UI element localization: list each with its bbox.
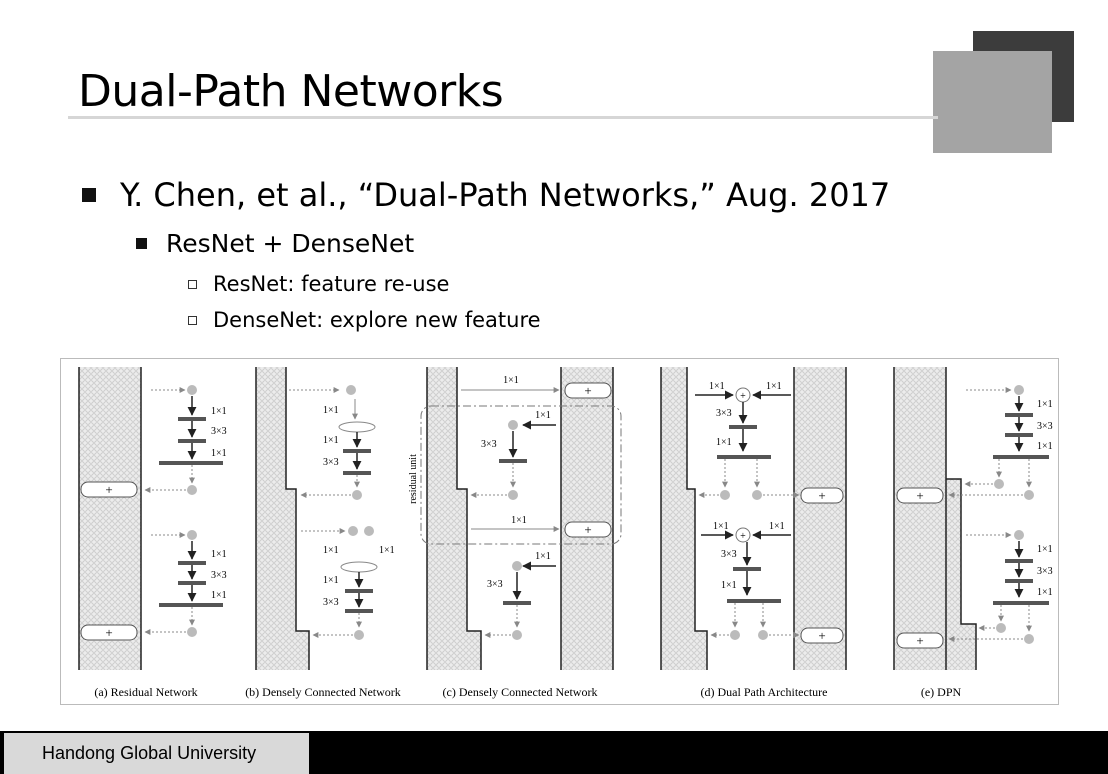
slide-title: Dual-Path Networks: [78, 66, 504, 117]
bullet-level1: Y. Chen, et al., “Dual-Path Networks,” A…: [82, 176, 890, 214]
conv-label: 1×1: [709, 381, 725, 392]
decor-light-square: [933, 51, 1052, 153]
conv-label: 1×1: [713, 521, 729, 532]
bullet-level3: ResNet: feature re-use: [188, 272, 449, 296]
conv-label: 3×3: [211, 426, 227, 437]
bullet-level3: DenseNet: explore new feature: [188, 308, 541, 332]
sum-plus: +: [818, 488, 825, 503]
sum-plus: +: [916, 488, 923, 503]
caption-b: (b) Densely Connected Network: [245, 685, 401, 699]
footer-university: Handong Global University: [42, 743, 257, 763]
conv-label: 1×1: [503, 375, 519, 386]
panel-a-residual: 1×1 3×3 1×1 + 1×1 3×3 1×1 + (a) Residua: [78, 367, 227, 699]
caption-d: (d) Dual Path Architecture: [701, 685, 828, 699]
title-underline: [68, 116, 938, 119]
bullet-text: ResNet + DenseNet: [166, 229, 415, 258]
bullet-text: Y. Chen, et al., “Dual-Path Networks,” A…: [120, 176, 891, 214]
bullet-hollow-square-icon: [188, 279, 197, 289]
conv-label: 1×1: [769, 521, 785, 532]
conv-label: 3×3: [481, 439, 497, 450]
conv-label: 3×3: [1037, 566, 1053, 577]
architecture-figure: 1×1 3×3 1×1 + 1×1 3×3 1×1 + (a) Residua: [60, 358, 1059, 705]
concat-plus: +: [740, 391, 746, 402]
conv-label: 1×1: [323, 405, 339, 416]
caption-e: (e) DPN: [921, 685, 962, 699]
residual-unit-label: residual unit: [408, 454, 419, 504]
conv-label: 1×1: [1037, 399, 1053, 410]
conv-label: 1×1: [323, 435, 339, 446]
bullet-level2: ResNet + DenseNet: [136, 229, 414, 258]
sum-plus: +: [584, 522, 591, 537]
conv-label: 1×1: [766, 381, 782, 392]
architecture-diagram: 1×1 3×3 1×1 + 1×1 3×3 1×1 + (a) Residua: [78, 367, 1053, 699]
conv-label: 1×1: [1037, 587, 1053, 598]
conv-label: 1×1: [323, 545, 339, 556]
panel-e-dpn: 1×1 3×3 1×1 + 1×1 3×3 1×1: [893, 367, 1053, 699]
concat-plus: +: [740, 531, 746, 542]
sum-plus: +: [818, 628, 825, 643]
conv-label: 1×1: [379, 545, 395, 556]
conv-label: 1×1: [511, 515, 527, 526]
conv-label: 3×3: [487, 579, 503, 590]
conv-label: 1×1: [535, 551, 551, 562]
sum-plus: +: [584, 383, 591, 398]
conv-label: 3×3: [1037, 421, 1053, 432]
caption-c: (c) Densely Connected Network: [443, 685, 598, 699]
conv-label: 3×3: [323, 597, 339, 608]
bullet-square-icon: [136, 238, 147, 249]
conv-label: 1×1: [211, 549, 227, 560]
sum-plus: +: [105, 482, 112, 497]
conv-label: 3×3: [323, 457, 339, 468]
conv-label: 1×1: [1037, 441, 1053, 452]
conv-label: 3×3: [716, 408, 732, 419]
panel-b-densenet: 1×1 1×1 3×3 1×1 1×1 1×1 3×3 (b) Densely …: [245, 367, 401, 699]
conv-label: 1×1: [1037, 544, 1053, 555]
bullet-square-icon: [82, 188, 96, 202]
bullet-text: DenseNet: explore new feature: [213, 308, 541, 332]
conv-label: 1×1: [211, 406, 227, 417]
sum-plus: +: [916, 633, 923, 648]
conv-label: 3×3: [721, 549, 737, 560]
conv-label: 1×1: [211, 590, 227, 601]
conv-label: 3×3: [211, 570, 227, 581]
bullet-text: ResNet: feature re-use: [213, 272, 450, 296]
conv-label: 1×1: [721, 580, 737, 591]
conv-label: 1×1: [535, 410, 551, 421]
conv-label: 1×1: [716, 437, 732, 448]
footer-label: Handong Global University: [4, 733, 309, 774]
conv-label: 1×1: [211, 448, 227, 459]
conv-label: 1×1: [323, 575, 339, 586]
panel-d-dual-path: 1×1 1×1 + 3×3 1×1 + 1×1 1×1 +: [660, 367, 847, 699]
panel-c-densenet: 1×1 + residual unit 1×1 3×3 1×1 + 1×1 3×…: [408, 367, 622, 699]
sum-plus: +: [105, 625, 112, 640]
caption-a: (a) Residual Network: [94, 685, 197, 699]
bullet-hollow-square-icon: [188, 315, 197, 325]
